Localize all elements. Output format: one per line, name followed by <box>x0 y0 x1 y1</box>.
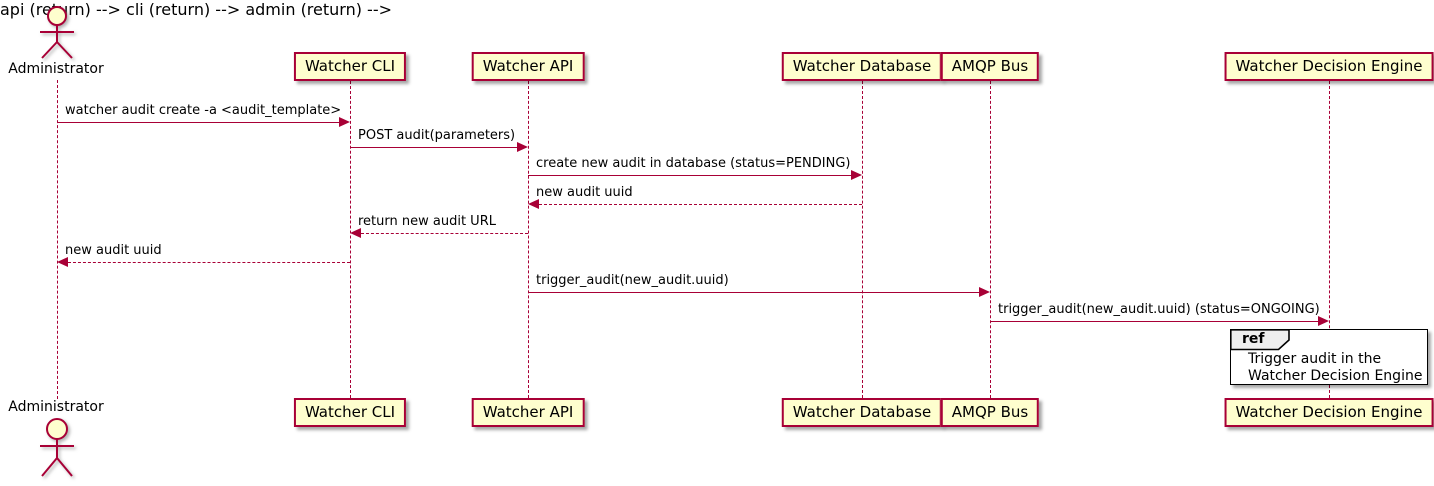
message-line <box>57 122 340 123</box>
message-label: new audit uuid <box>65 243 162 258</box>
participant-watcher-database-bottom: Watcher Database <box>781 398 943 427</box>
actor-icon <box>40 6 74 59</box>
ref-fragment: ref Trigger audit in the Watcher Decisio… <box>1230 329 1428 385</box>
ref-text: Trigger audit in the Watcher Decision En… <box>1248 351 1422 385</box>
message-line <box>350 147 518 148</box>
message-label: watcher audit create -a <audit_template> <box>65 103 342 118</box>
arrowhead-right-icon <box>339 117 350 127</box>
arrowhead-left-icon <box>528 199 539 209</box>
participant-amqp-bus-top: AMQP Bus <box>940 52 1040 81</box>
message-label: trigger_audit(new_audit.uuid) <box>536 273 729 288</box>
participant-watcher-cli-bottom: Watcher CLI <box>293 398 407 427</box>
message-line <box>539 204 862 205</box>
lifeline-watcher-decision-engine <box>1329 81 1330 398</box>
actor-label-top: Administrator <box>8 61 104 77</box>
lifeline-amqp-bus <box>990 81 991 398</box>
arrowhead-left-icon <box>57 257 68 267</box>
message-line <box>361 233 528 234</box>
message-line <box>990 321 1319 322</box>
ref-text-line-1: Trigger audit in the <box>1248 351 1382 367</box>
arrowhead-right-icon <box>517 142 528 152</box>
actor-label-bottom: Administrator <box>8 399 104 415</box>
message-label: return new audit URL <box>358 214 496 229</box>
participant-watcher-cli-top: Watcher CLI <box>293 52 407 81</box>
participant-watcher-api-top: Watcher API <box>471 52 585 81</box>
participant-watcher-decision-engine-top: Watcher Decision Engine <box>1224 52 1434 81</box>
ref-keyword: ref <box>1242 331 1265 347</box>
ref-text-line-2: Watcher Decision Engine <box>1248 368 1423 384</box>
actor-icon <box>40 418 74 477</box>
lifeline-administrator <box>57 80 58 399</box>
message-label: new audit uuid <box>536 185 633 200</box>
message-line <box>528 292 980 293</box>
participant-watcher-decision-engine-bottom: Watcher Decision Engine <box>1224 398 1434 427</box>
arrowhead-right-icon <box>851 170 862 180</box>
message-label: POST audit(parameters) <box>358 128 516 143</box>
arrowhead-right-icon <box>1318 316 1329 326</box>
message-line <box>68 262 350 263</box>
participant-watcher-api-bottom: Watcher API <box>471 398 585 427</box>
lifeline-watcher-api <box>528 81 529 398</box>
participant-watcher-database-top: Watcher Database <box>781 52 943 81</box>
lifeline-watcher-cli <box>350 81 351 398</box>
message-line <box>528 175 852 176</box>
arrowhead-left-icon <box>350 228 361 238</box>
participant-amqp-bus-bottom: AMQP Bus <box>940 398 1040 427</box>
message-label: create new audit in database (status=PEN… <box>536 156 851 171</box>
message-label: trigger_audit(new_audit.uuid) (status=ON… <box>998 302 1320 317</box>
lifeline-watcher-database <box>862 81 863 398</box>
arrowhead-right-icon <box>979 287 990 297</box>
ref-tab-icon <box>1230 329 1290 351</box>
